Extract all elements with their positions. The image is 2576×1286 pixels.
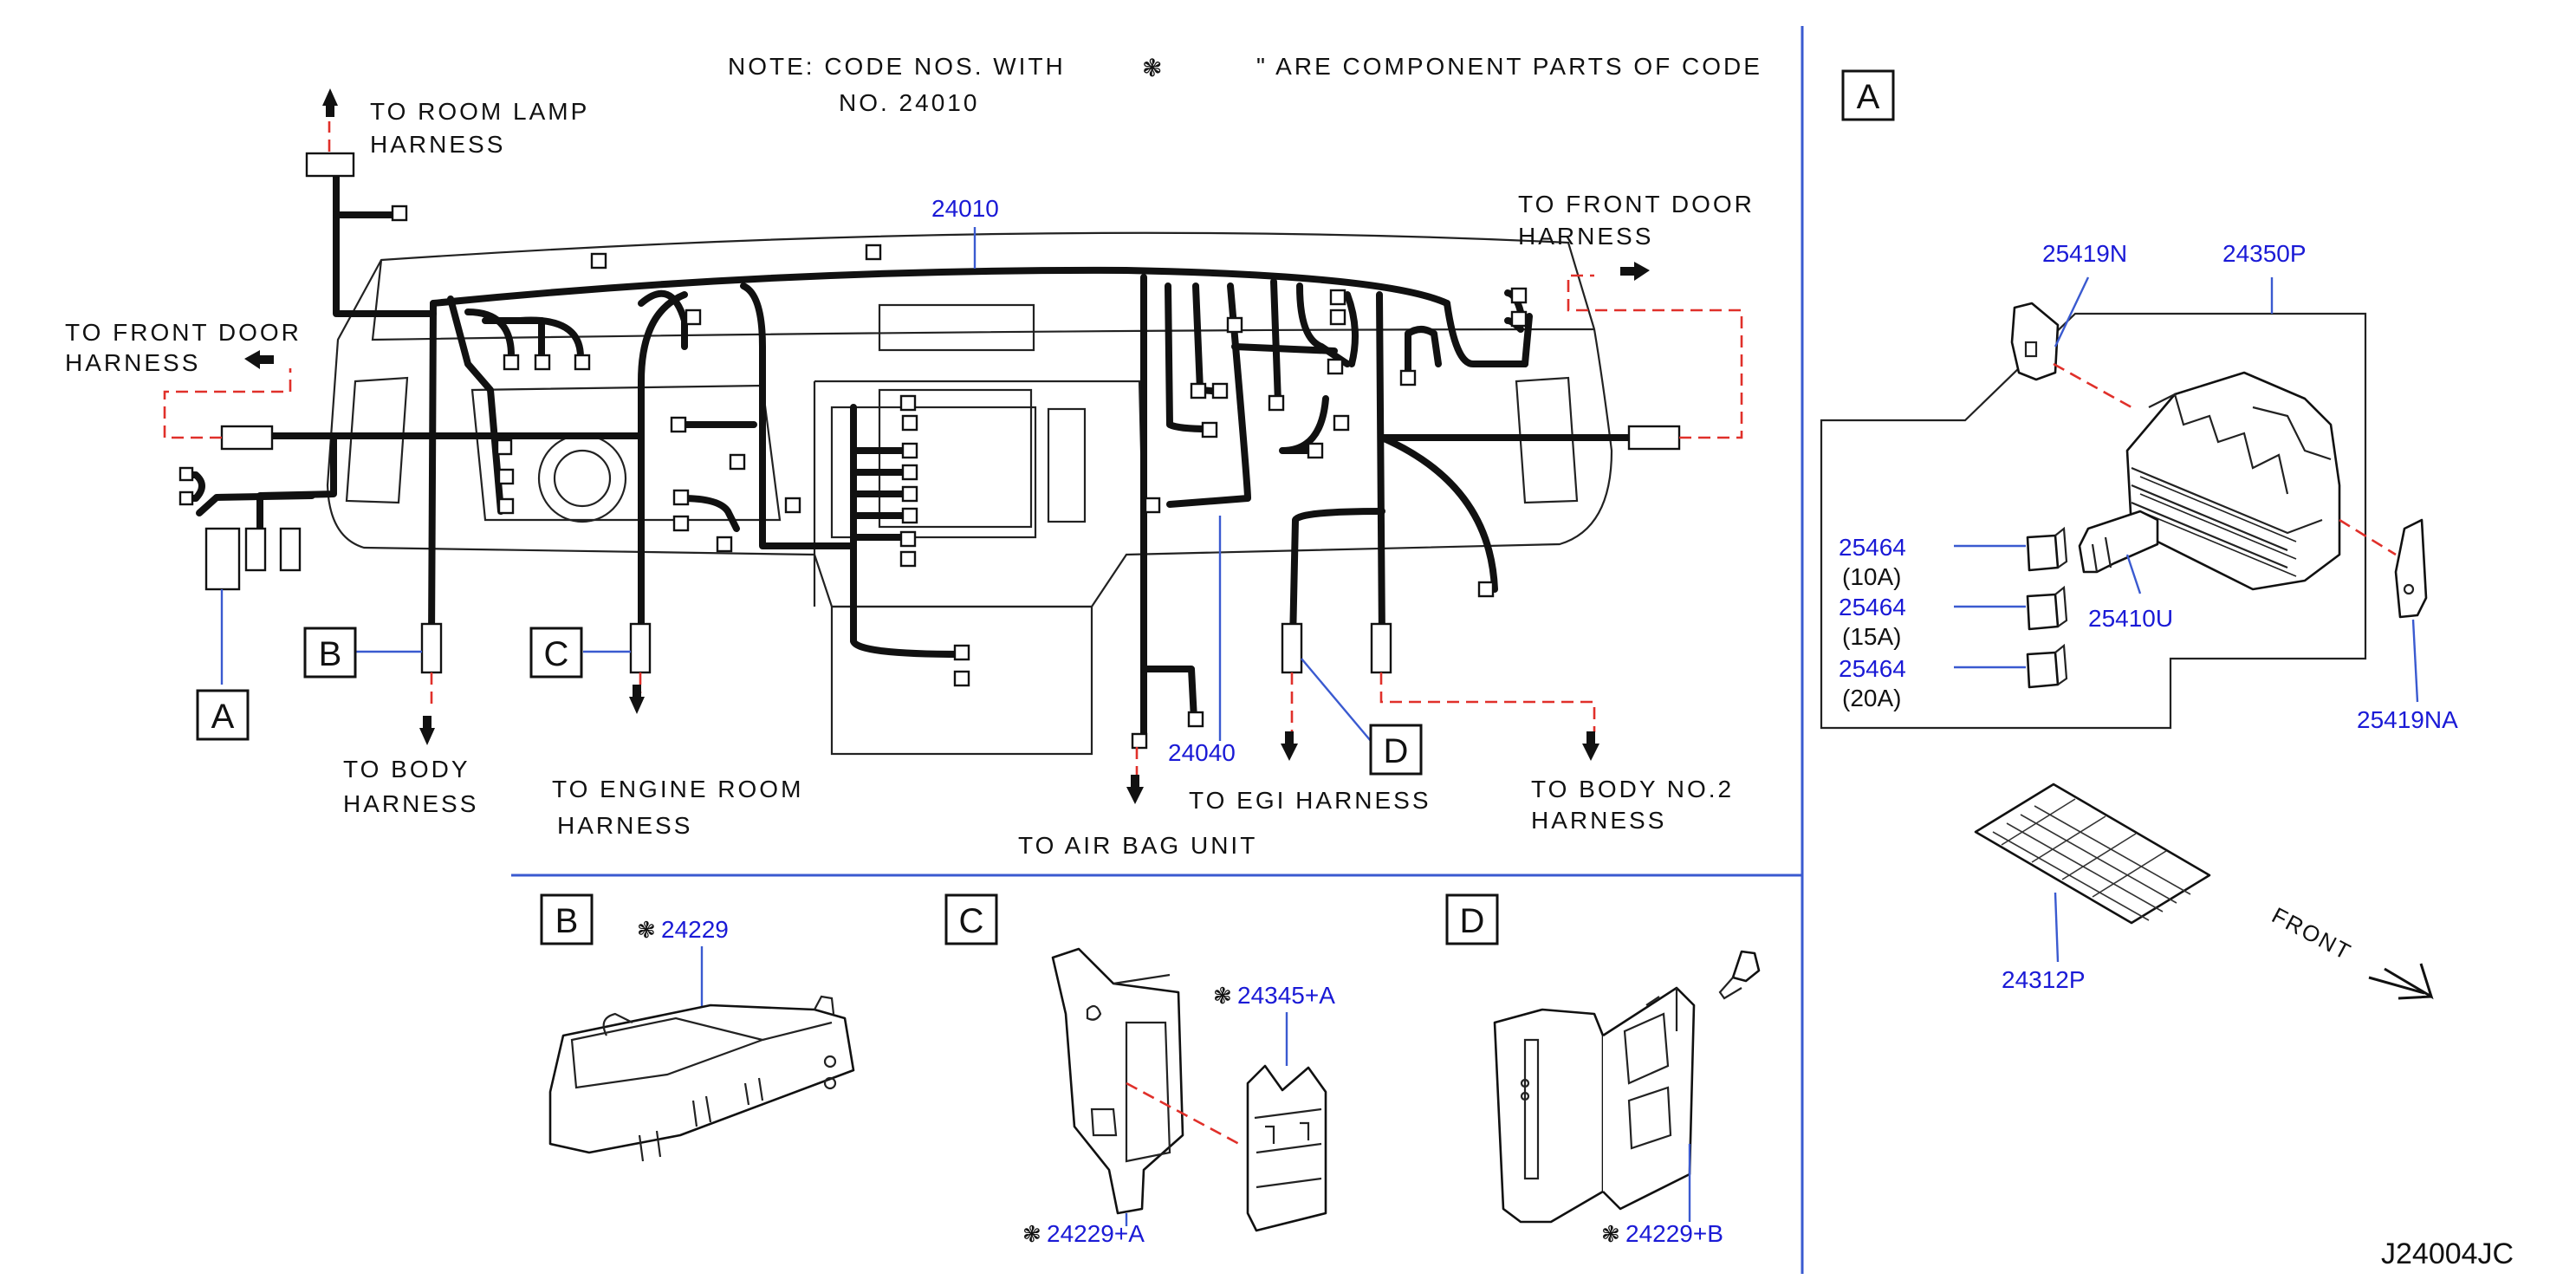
part-numbers: 24010 24040 [931, 195, 1236, 766]
drawing-code: J24004JC [2381, 1237, 2514, 1270]
section-a-fuse-block: A [1820, 69, 2458, 1000]
dest-body-1: TO BODY [343, 756, 470, 783]
dest-body-no2-2: HARNESS [1531, 807, 1666, 834]
part-24345A: 24345+A [1237, 982, 1335, 1009]
part-25419N: 25419N [2042, 240, 2127, 267]
arrow-down-icon [1582, 731, 1599, 761]
arrow-down-icon [1281, 731, 1298, 761]
arrow-down-icon [629, 685, 645, 714]
section-b-label: B [555, 902, 579, 940]
dest-front-door-left-2: HARNESS [65, 349, 200, 376]
arrow-left-icon [244, 350, 274, 369]
component-symbol-icon: ❃ [1022, 1221, 1041, 1247]
part-25464-20a: 25464 [1839, 655, 1906, 682]
dest-room-lamp-1: TO ROOM LAMP [370, 98, 589, 125]
part-25464-10a: 25464 [1839, 534, 1906, 561]
section-dividers [511, 26, 1804, 1274]
component-symbol-icon: ❃ [1142, 55, 1162, 81]
part-25410U: 25410U [2088, 605, 2173, 632]
dest-engine-room-2: HARNESS [557, 812, 692, 839]
dest-front-door-right-1: TO FRONT DOOR [1518, 191, 1755, 218]
callout-boxes: A B C D [196, 627, 1423, 776]
arrow-down-icon [419, 716, 435, 745]
dest-body-2: HARNESS [343, 790, 478, 817]
arrow-down-icon [1126, 775, 1144, 804]
main-harness-24010 [196, 170, 1667, 749]
front-indicator-label: FRONT [2268, 902, 2356, 965]
leader-lines [220, 227, 1372, 742]
section-c-label: C [959, 902, 984, 940]
callout-b: B [319, 635, 342, 673]
callout-c: C [544, 635, 569, 673]
fuse-10a-rating: (10A) [1842, 563, 1901, 590]
arrow-right-icon [1620, 262, 1650, 281]
callout-a: A [211, 698, 235, 736]
harness-connectors [178, 152, 1681, 750]
note-line-1a: NOTE: CODE NOS. WITH [728, 53, 1066, 80]
part-24229B: 24229+B [1625, 1220, 1723, 1247]
section-d-label: D [1460, 902, 1485, 940]
routing-dashed-lines [163, 121, 1743, 780]
note-line-1b: " ARE COMPONENT PARTS OF CODE [1256, 53, 1762, 80]
direction-arrows [244, 88, 1650, 804]
dest-front-door-left-1: TO FRONT DOOR [65, 319, 302, 346]
dest-room-lamp-2: HARNESS [370, 131, 505, 158]
dest-engine-room-1: TO ENGINE ROOM [552, 776, 803, 802]
part-25419NA: 25419NA [2357, 706, 2458, 733]
dest-body-no2-1: TO BODY NO.2 [1531, 776, 1734, 802]
part-24040: 24040 [1168, 739, 1236, 766]
component-symbol-icon: ❃ [1213, 983, 1232, 1009]
section-d-bracket: D ❃ 24229+B [1445, 893, 1761, 1247]
part-24312P: 24312P [2002, 966, 2086, 993]
note-line-2: NO. 24010 [839, 89, 979, 116]
part-24229A: 24229+A [1047, 1220, 1145, 1247]
callout-d: D [1384, 732, 1409, 770]
part-24010: 24010 [931, 195, 999, 222]
dest-egi: TO EGI HARNESS [1189, 787, 1431, 814]
part-24350P: 24350P [2222, 240, 2307, 267]
section-a-label: A [1857, 78, 1880, 116]
arrow-up-icon [322, 88, 338, 117]
dest-front-door-right-2: HARNESS [1518, 223, 1653, 250]
note-text: NOTE: CODE NOS. WITH ❃ " ARE COMPONENT P… [728, 53, 1762, 116]
part-25464-15a: 25464 [1839, 594, 1906, 620]
front-arrow-icon [2384, 963, 2434, 1000]
section-b-bracket: B ❃ 24229 [540, 893, 855, 1162]
part-24229: 24229 [661, 916, 729, 943]
section-c-bracket: C ❃ 24345+A ❃ 24229+A [944, 893, 1335, 1247]
component-symbol-icon: ❃ [1601, 1221, 1620, 1247]
component-symbol-icon: ❃ [637, 917, 656, 943]
fuse-15a-rating: (15A) [1842, 623, 1901, 650]
fuse-20a-rating: (20A) [1842, 685, 1901, 711]
destination-labels: TO ROOM LAMP HARNESS TO FRONT DOOR HARNE… [65, 98, 1755, 859]
dest-air-bag: TO AIR BAG UNIT [1018, 832, 1257, 859]
